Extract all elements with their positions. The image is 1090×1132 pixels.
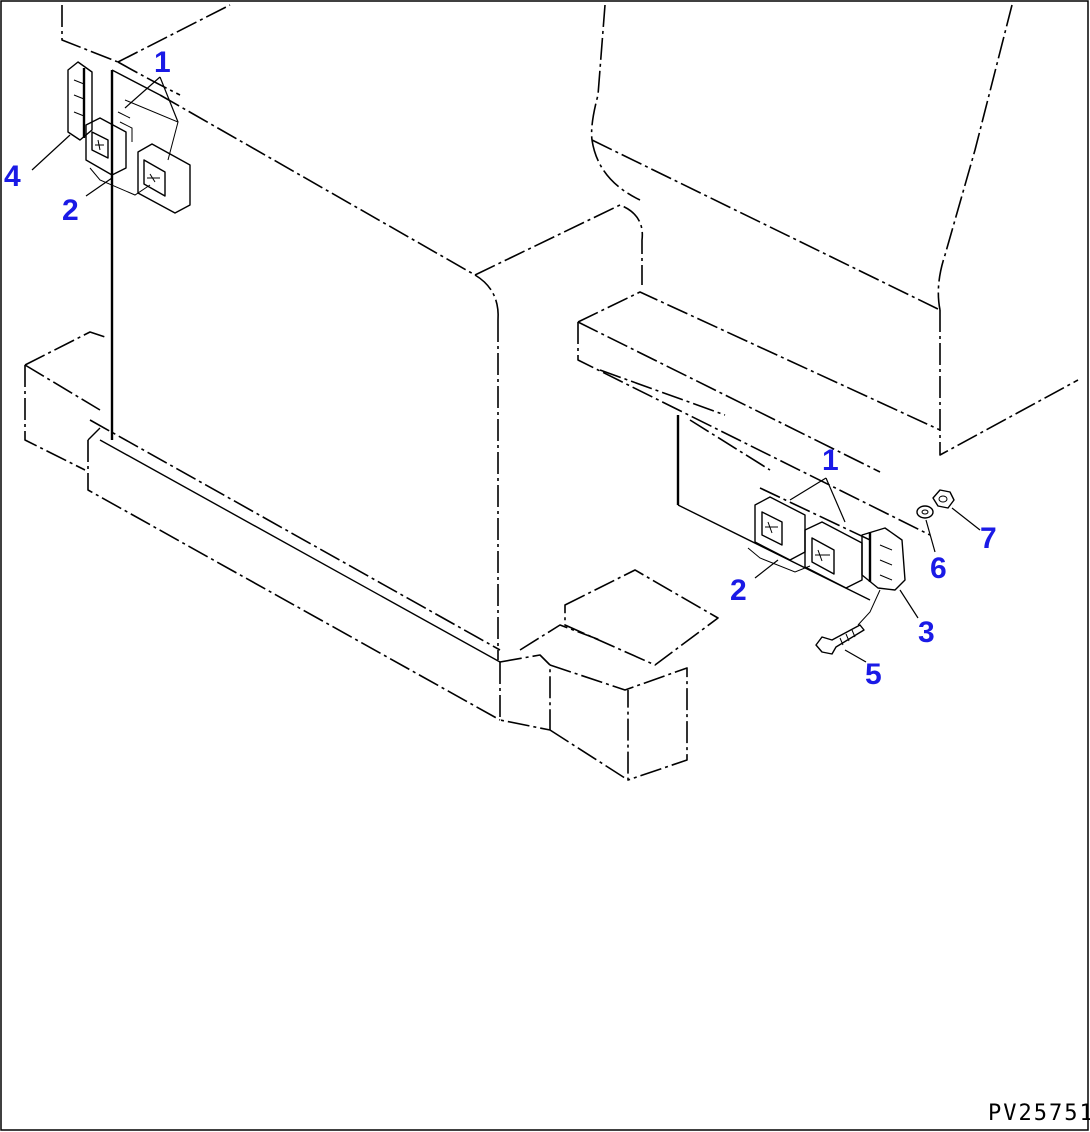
callout-2-left: 2 [62,194,79,227]
right-rear-unit [577,4,1079,601]
callout-4-left: 4 [4,160,21,193]
nut-7 [932,489,955,509]
callout-3: 3 [918,616,935,649]
right-bracket-3 [861,527,906,591]
drawing-code: PV25751 [988,1101,1090,1126]
left-main-box [24,4,719,781]
washer-6 [916,505,934,519]
left-lamp-a [85,117,127,176]
left-bracket-4 [67,61,93,141]
callout-2-right: 2 [730,574,747,607]
callout-7: 7 [980,522,997,555]
right-lamp-assembly [747,487,955,655]
bolt-5 [815,624,865,655]
callout-6: 6 [930,552,947,585]
callout-1-right: 1 [822,444,839,477]
left-lamp-assembly [67,61,191,214]
callout-1-left: 1 [154,46,171,79]
leader-lines [31,76,981,663]
left-lamp-b [137,143,191,214]
callout-5: 5 [865,658,882,691]
right-lamp-b [804,521,863,589]
